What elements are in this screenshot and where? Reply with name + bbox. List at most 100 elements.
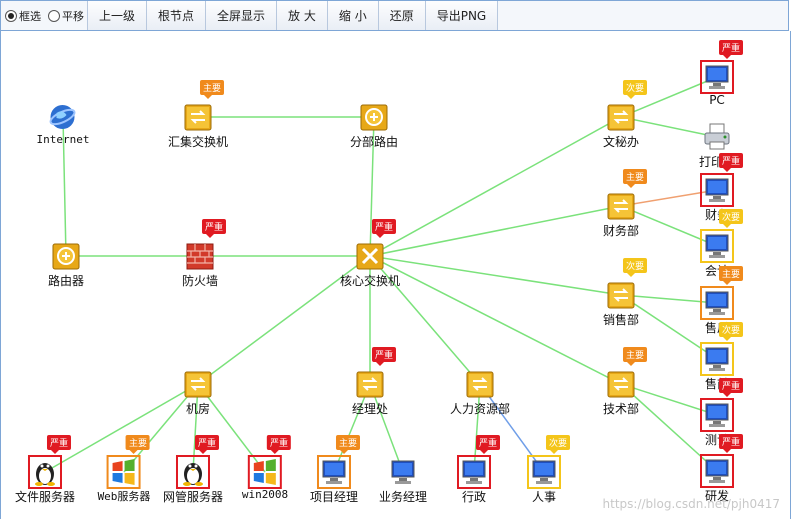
node-label: 机房 <box>185 402 210 416</box>
link-core-sec[interactable] <box>369 116 622 257</box>
pc-icon: 主要 <box>700 266 744 320</box>
alarm-badge: 次要 <box>622 80 648 99</box>
node-nms[interactable]: 严重网管服务器 <box>163 435 223 505</box>
link-hr-admin[interactable] <box>473 383 481 473</box>
node-after[interactable]: 主要售后 <box>700 266 744 336</box>
node-fw[interactable]: 严重防火墙 <box>182 219 227 289</box>
node-fin[interactable]: 主要财务部 <box>603 169 648 239</box>
link-tech-dev[interactable] <box>620 383 718 472</box>
node-pm[interactable]: 主要项目经理 <box>309 435 361 505</box>
link-mgr-bm[interactable] <box>369 383 404 473</box>
node-core[interactable]: 严重核心交换机 <box>340 219 400 289</box>
link-core-tech[interactable] <box>369 255 622 385</box>
node-label: 销售部 <box>602 313 640 327</box>
export-png-button[interactable]: 导出PNG <box>424 1 499 30</box>
node-hr[interactable]: 人力资源部 <box>450 369 510 417</box>
fullscreen-button[interactable]: 全屏显示 <box>205 1 277 30</box>
mode-select-radio[interactable] <box>5 9 17 22</box>
link-fin-fin1[interactable] <box>620 189 718 207</box>
node-fin1[interactable]: 严重财务 <box>700 153 744 223</box>
node-bm[interactable]: 业务经理 <box>379 457 427 505</box>
link-core-hr[interactable] <box>369 255 481 385</box>
link-layer <box>44 76 718 473</box>
link-mgr-pm[interactable] <box>333 383 371 473</box>
switch-icon: 次要 <box>606 80 648 132</box>
node-label: 汇集交换机 <box>167 135 229 149</box>
zoom-in-button[interactable]: 放 大 <box>276 1 327 30</box>
link-sec-pc[interactable] <box>620 76 718 118</box>
link-hr-hrp[interactable] <box>479 383 545 473</box>
link-room-fs[interactable] <box>44 383 199 473</box>
pc-icon: 主要 <box>316 435 361 489</box>
link-fin-acct[interactable] <box>620 205 718 247</box>
link-room-w2008[interactable] <box>197 383 266 473</box>
switch-icon: 严重 <box>355 347 397 399</box>
alarm-badge: 严重 <box>371 347 397 366</box>
pc-icon: 严重 <box>700 434 744 488</box>
alarm-badge: 严重 <box>266 435 292 454</box>
node-admin[interactable]: 严重行政 <box>457 435 501 505</box>
node-sec[interactable]: 次要文秘办 <box>603 80 648 150</box>
mode-select-option[interactable]: 框选 <box>1 1 44 30</box>
node-fs[interactable]: 严重文件服务器 <box>15 435 75 505</box>
switch-icon: 主要 <box>606 169 648 221</box>
alarm-badge: 严重 <box>719 434 744 453</box>
link-internet-router[interactable] <box>62 116 67 257</box>
node-sales[interactable]: 次要销售部 <box>602 258 648 328</box>
node-internet[interactable]: Internet <box>37 102 89 146</box>
link-sec-printer[interactable] <box>620 116 718 138</box>
node-router[interactable]: 路由器 <box>48 241 84 289</box>
node-mgr[interactable]: 严重经理处 <box>352 347 397 417</box>
link-tech-test[interactable] <box>620 383 718 416</box>
watermark: https://blog.csdn.net/pjh0417 <box>602 497 780 511</box>
windows-icon: 严重 <box>247 435 292 489</box>
node-dev[interactable]: 严重研发 <box>700 434 744 504</box>
link-branch-core[interactable] <box>369 116 375 257</box>
pc-icon: 严重 <box>457 435 501 489</box>
link-sales-presale[interactable] <box>620 294 718 360</box>
node-label: 项目经理 <box>309 490 359 504</box>
alarm-badge: 主要 <box>199 80 225 99</box>
alarm-badge: 严重 <box>371 219 397 238</box>
alarm-badge: 次要 <box>719 322 744 341</box>
toolbar: 框选 平移 上一级 根节点 全屏显示 放 大 缩 小 还原 导出PNG <box>0 0 789 31</box>
pc-icon: 严重 <box>700 153 744 207</box>
link-room-web[interactable] <box>123 383 199 473</box>
link-core-room[interactable] <box>197 255 371 385</box>
up-level-button[interactable]: 上一级 <box>87 1 147 30</box>
node-branch[interactable]: 分部路由 <box>350 102 398 150</box>
node-label: 研发 <box>704 489 729 503</box>
core-switch-icon: 严重 <box>355 219 397 271</box>
mode-pan-option[interactable]: 平移 <box>44 1 87 30</box>
link-sales-after[interactable] <box>620 294 718 304</box>
alarm-badge: 严重 <box>719 378 744 397</box>
pc-icon: 严重 <box>700 378 744 432</box>
node-hrp[interactable]: 次要人事 <box>527 435 571 505</box>
link-room-nms[interactable] <box>192 383 199 473</box>
pc-icon <box>388 457 418 487</box>
node-room[interactable]: 机房 <box>183 369 213 417</box>
alarm-badge: 主要 <box>126 435 151 454</box>
mode-pan-radio[interactable] <box>48 9 60 22</box>
node-tech[interactable]: 主要技术部 <box>603 347 648 417</box>
node-label: 路由器 <box>47 274 85 288</box>
node-label: Web服务器 <box>97 490 151 503</box>
linux-icon: 严重 <box>175 435 220 489</box>
alarm-badge: 主要 <box>622 347 648 366</box>
firewall-icon: 严重 <box>185 219 227 271</box>
link-core-sales[interactable] <box>369 255 622 296</box>
linux-icon: 严重 <box>27 435 72 489</box>
node-web[interactable]: 主要 Web服务器 <box>97 435 151 504</box>
node-agg[interactable]: 主要汇集交换机 <box>167 80 229 150</box>
alarm-badge: 次要 <box>546 435 571 454</box>
restore-button[interactable]: 还原 <box>377 1 425 30</box>
node-test[interactable]: 严重测试 <box>700 378 744 448</box>
node-label: PC <box>709 93 725 107</box>
zoom-out-button[interactable]: 缩 小 <box>326 1 378 30</box>
router-icon <box>359 102 389 132</box>
root-node-button[interactable]: 根节点 <box>146 1 206 30</box>
link-core-fin[interactable] <box>369 205 622 257</box>
